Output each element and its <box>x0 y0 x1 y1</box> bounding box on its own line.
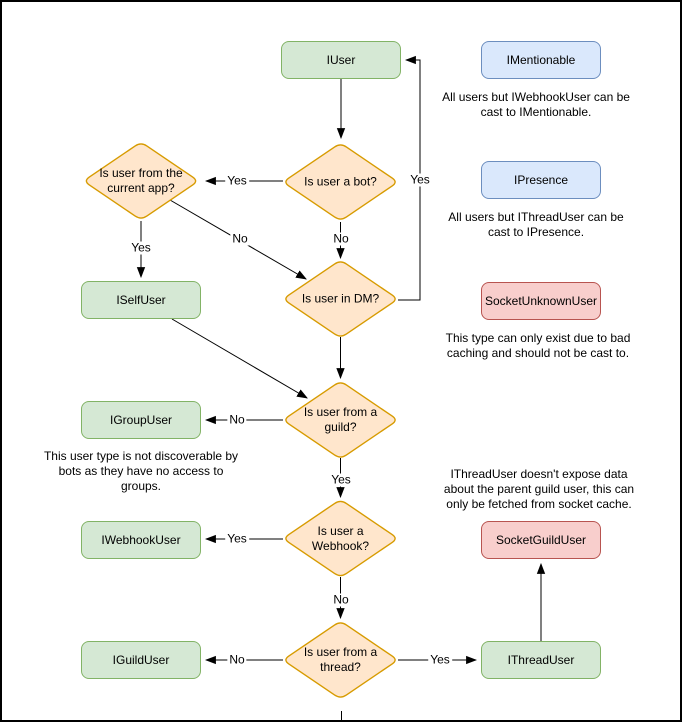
node-iwebhookuser: IWebhookUser <box>81 521 201 559</box>
edge-label-guild-no: No <box>227 412 247 427</box>
node-igroupuser: IGroupUser <box>81 401 201 439</box>
edge-label-bot-yes: Yes <box>225 173 249 188</box>
edge-label-thread-yes: Yes <box>428 652 452 667</box>
edge-label-webhook-no: No <box>331 592 351 607</box>
edge-label-bot-no: No <box>331 231 351 246</box>
node-ipresence: IPresence <box>481 161 601 199</box>
edge-label-thread-no: No <box>227 652 247 667</box>
node-iselfuser: ISelfUser <box>81 281 201 319</box>
node-iuser: IUser <box>281 41 401 79</box>
edge-label-webhook-yes: Yes <box>225 531 249 546</box>
note-ithreaduser: IThreadUser doesn't expose data about th… <box>443 467 635 511</box>
edge-label-dm-yes: Yes <box>408 172 432 187</box>
decision-is-webhook-label: Is user a Webhook? <box>311 523 370 553</box>
node-ithreaduser: IThreadUser <box>481 641 601 679</box>
decision-in-dm-label: Is user in DM? <box>301 291 380 306</box>
note-igroupuser: This user type is not discoverable by bo… <box>43 449 239 493</box>
decision-is-bot-label: Is user a bot? <box>304 174 377 189</box>
decision-current-app-label: Is user from the current app? <box>99 166 183 195</box>
note-socket-unknown-user: This type can only exist due to bad cach… <box>445 331 631 360</box>
edge-label-guild-yes: Yes <box>329 472 353 487</box>
note-imentionable: All users but IWebhookUser can be cast t… <box>442 90 630 119</box>
decision-from-guild-label: Is user from a guild? <box>303 405 378 434</box>
edge-label-current-app-yes: Yes <box>129 240 153 255</box>
node-socket-guild-user: SocketGuildUser <box>481 521 601 559</box>
decision-from-thread-label: Is user from a thread? <box>303 645 378 674</box>
edge-iselfuser-to-fromguild <box>171 318 308 399</box>
edge-label-current-app-no: No <box>230 231 250 246</box>
node-imentionable: IMentionable <box>481 41 601 79</box>
node-socket-unknown-user: SocketUnknownUser <box>481 282 601 320</box>
note-ipresence: All users but IThreadUser can be cast to… <box>448 210 624 239</box>
node-iguilduser: IGuildUser <box>81 641 201 679</box>
